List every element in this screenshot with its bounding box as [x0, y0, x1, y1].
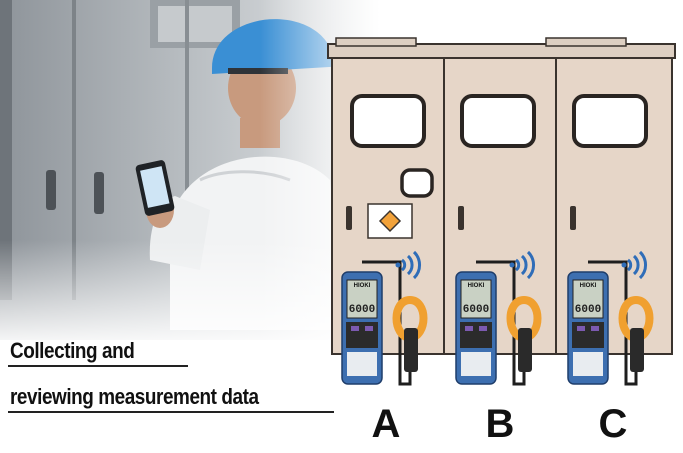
measurement-unit-a [341, 250, 428, 386]
wireless-signal-icon [626, 250, 647, 280]
meter-reading-a: 6000 [349, 304, 375, 316]
meter-brand-c: HIOKI [580, 283, 597, 289]
unit-label-b: B [485, 402, 515, 446]
cabinet-window-c [572, 94, 648, 148]
warning-diamond-icon [378, 209, 402, 233]
caption-line-2: reviewing measurement data [10, 384, 259, 409]
measurement-unit-b [455, 250, 542, 386]
caption-underline-1 [8, 365, 188, 367]
caption-line-1: Collecting and [10, 338, 135, 363]
measurement-unit-c [567, 250, 654, 386]
caption-underline-2 [8, 411, 334, 413]
wireless-signal-icon [514, 250, 535, 280]
switchgear-cabinet [327, 37, 676, 355]
cabinet-window-b [460, 94, 536, 148]
background-photo [0, 0, 380, 350]
wireless-signal-icon [400, 250, 421, 280]
meter-brand-a: HIOKI [354, 283, 371, 289]
meter-brand-b: HIOKI [468, 283, 485, 289]
unit-label-c: C [598, 402, 628, 446]
meter-reading-c: 6000 [575, 304, 601, 316]
meter-reading-b: 6000 [463, 304, 489, 316]
cabinet-window-a [350, 94, 426, 148]
unit-label-a: A [371, 402, 401, 446]
